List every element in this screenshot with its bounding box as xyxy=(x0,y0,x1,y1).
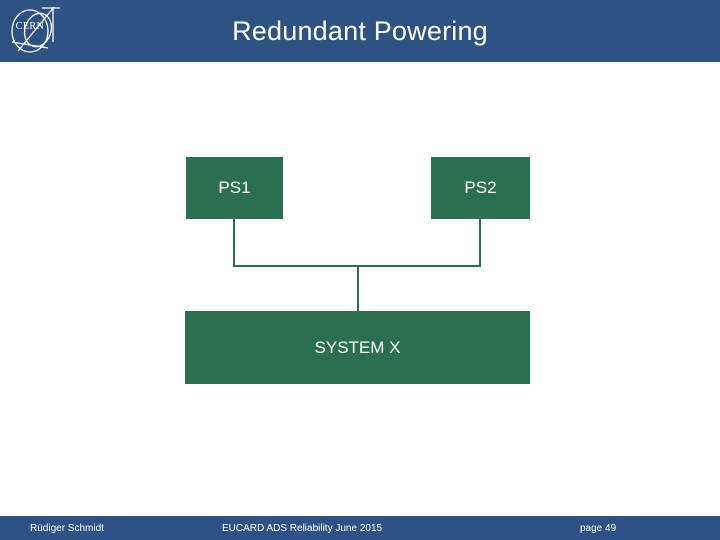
connector-ps2-vertical xyxy=(479,219,481,267)
connector-system-drop xyxy=(357,265,359,311)
diagram-node-system-x-label: SYSTEM X xyxy=(314,337,401,357)
footer-author: Rüdiger Schmidt xyxy=(30,522,104,534)
svg-text:CERN: CERN xyxy=(16,21,45,32)
footer-page-number: page 49 xyxy=(580,522,617,534)
page-title: Redundant Powering xyxy=(232,15,488,46)
diagram-node-ps1[interactable]: PS1 xyxy=(186,157,283,219)
connector-ps1-vertical xyxy=(233,219,235,267)
diagram-node-ps1-label: PS1 xyxy=(218,178,251,197)
diagram-node-system-x[interactable]: SYSTEM X xyxy=(185,311,530,384)
slide-footer: Rüdiger Schmidt EUCARD ADS Reliability J… xyxy=(0,516,720,540)
slide-header: CERN Redundant Powering xyxy=(0,0,720,62)
cern-logo: CERN xyxy=(4,2,64,60)
diagram-node-ps2-label: PS2 xyxy=(464,178,497,197)
diagram-canvas: PS1 PS2 SYSTEM X xyxy=(0,62,720,516)
footer-event: EUCARD ADS Reliability June 2015 xyxy=(222,522,383,534)
diagram-node-ps2[interactable]: PS2 xyxy=(431,157,530,219)
